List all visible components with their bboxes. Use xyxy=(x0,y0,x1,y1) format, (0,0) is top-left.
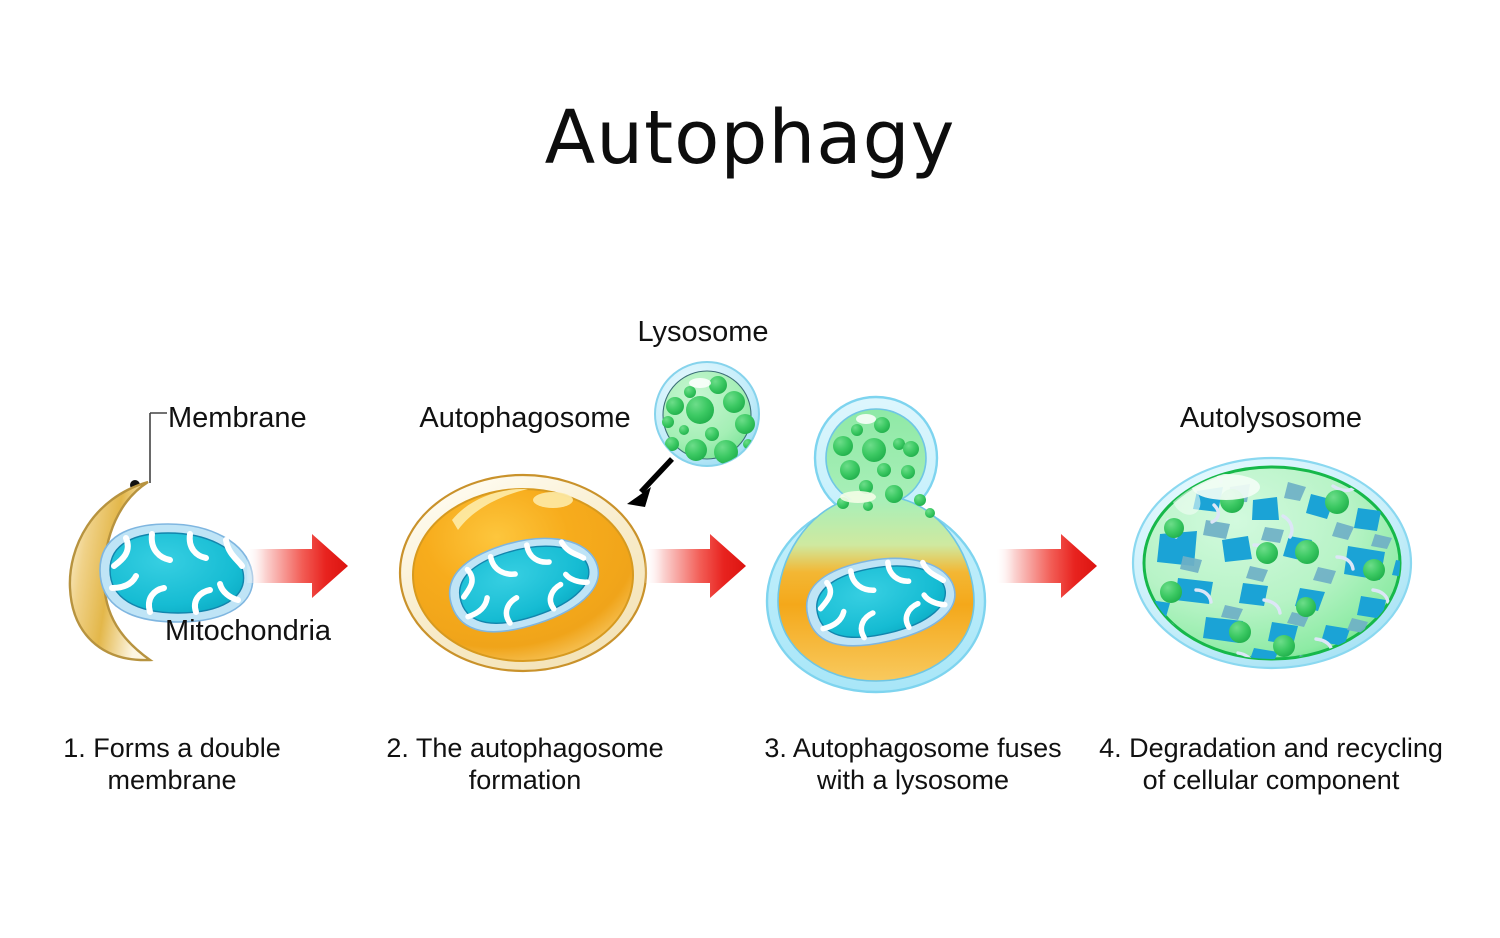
label-lysosome: Lysosome xyxy=(637,316,768,348)
mitochondria-matrix xyxy=(816,565,946,639)
stage-3-group xyxy=(765,395,1097,694)
page-title: Autophagy xyxy=(545,95,956,181)
caption-3-line-2: with a lysosome xyxy=(816,765,1009,795)
autophagosome-highlight-glint xyxy=(533,492,573,508)
mitochondria-cristae xyxy=(460,539,590,626)
caption-4-line-2: of cellular component xyxy=(1143,765,1400,795)
label-autolysosome: Autolysosome xyxy=(1180,402,1362,434)
stage-2-group: Autophagosome xyxy=(398,402,746,673)
lysosome-group: Lysosome xyxy=(627,316,769,507)
captions-row: 1. Forms a double membrane 2. The autoph… xyxy=(63,733,1443,795)
label-autophagosome: Autophagosome xyxy=(419,402,630,434)
mitochondria-cristae xyxy=(109,531,245,615)
stage-4-group: Autolysosome xyxy=(1131,402,1413,670)
process-arrow-2 xyxy=(645,534,746,598)
autophagosome-highlight-arc xyxy=(452,488,528,530)
process-arrow-1 xyxy=(247,534,348,598)
stage-1-group: Membrane Mitochondria xyxy=(68,402,348,662)
caption-2-line-2: formation xyxy=(469,765,582,795)
caption-3-line-1: 3. Autophagosome fuses xyxy=(764,733,1061,763)
mitochondria-stage-1 xyxy=(99,523,254,623)
caption-1-line-2: membrane xyxy=(107,765,236,795)
lysosome-to-autophagosome-arrow xyxy=(627,457,675,507)
mitochondria-stage-3 xyxy=(805,557,956,647)
label-membrane: Membrane xyxy=(168,402,307,434)
label-mitochondria: Mitochondria xyxy=(165,615,332,647)
caption-4-line-1: 4. Degradation and recycling xyxy=(1099,733,1443,763)
process-arrow-3 xyxy=(996,534,1097,598)
autolysosome-debris xyxy=(1147,468,1400,659)
fused-granules xyxy=(833,414,935,518)
lysosome-granules xyxy=(662,376,755,464)
caption-1-line-1: 1. Forms a double xyxy=(63,733,281,763)
mitochondria-cristae xyxy=(817,559,948,641)
mitochondria-stage-2 xyxy=(449,537,600,633)
caption-2-line-1: 2. The autophagosome xyxy=(386,733,663,763)
